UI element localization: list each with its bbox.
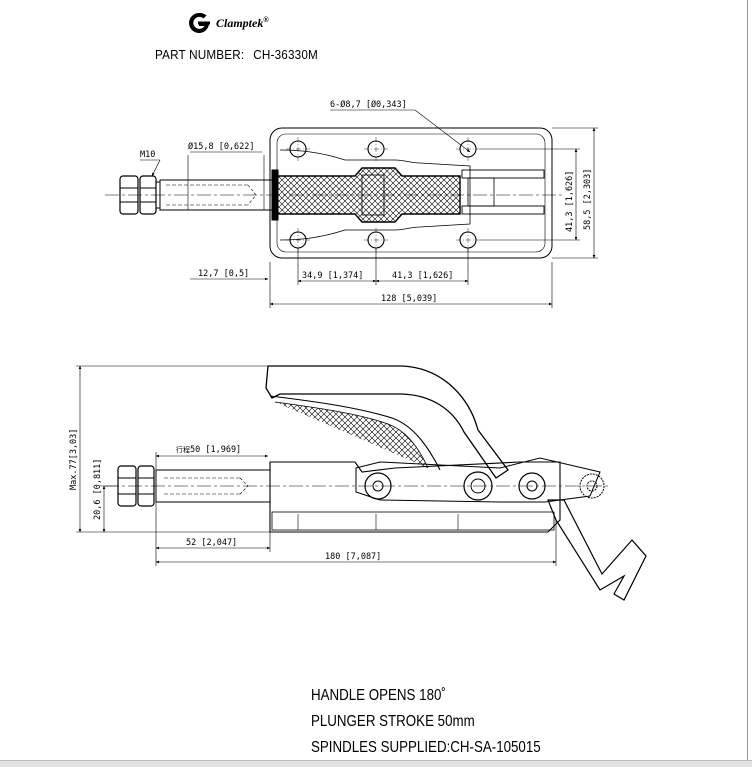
hole-pitch-1-dim: 34,9 [1,374] xyxy=(302,271,363,281)
hole-callout: 6-Ø8,7 [Ø0,343] xyxy=(330,99,407,110)
thread-callout: M10 xyxy=(140,150,155,160)
base-width-dim: 58,5 [2,303] xyxy=(583,169,593,230)
sheet-border-right xyxy=(747,0,748,760)
sheet-border-bottom xyxy=(0,760,752,767)
brand-name: Clamptek® xyxy=(216,15,269,30)
spec-notes: HANDLE OPENS 180˚ PLUNGER STROKE 50mm SP… xyxy=(311,683,541,761)
clamp-body xyxy=(269,461,561,533)
side-view xyxy=(76,365,647,601)
max-height-dim: Max.77[3,03] xyxy=(69,429,79,490)
top-view-dimensions: 6-Ø8,7 [Ø0,343] M10 Ø15,8 [0,622] 12,7 [… xyxy=(140,99,593,304)
stroke-dim: 行程50 [1,969] xyxy=(176,445,241,455)
overall-length-top-dim: 128 [5,039] xyxy=(381,294,437,304)
side-view-dimensions: Max.77[3,03] 20,6 [0,811] 行程50 [1,969] 5… xyxy=(69,429,381,562)
brand-logo: Clamptek® xyxy=(186,10,269,36)
hole-pitch-2-dim: 41,3 [1,626] xyxy=(392,271,453,281)
part-number: PART NUMBER: CH-36330M xyxy=(155,47,318,62)
handle-open-position xyxy=(547,499,647,601)
part-number-label: PART NUMBER: xyxy=(155,47,245,62)
hole-span-v-dim: 41,3 [1,626] xyxy=(565,171,575,232)
part-number-value: CH-36330M xyxy=(253,47,318,62)
top-view xyxy=(105,109,598,308)
rod-extension-dim: 52 [2,047] xyxy=(186,538,237,548)
axis-height-dim: 20,6 [0,811] xyxy=(93,459,103,520)
clamptek-logo-icon xyxy=(189,12,210,33)
flange-offset-dim: 12,7 [0,5] xyxy=(198,269,249,279)
rod-diameter-dim: Ø15,8 [0,622] xyxy=(188,141,255,152)
note-plunger-stroke: PLUNGER STROKE 50mm xyxy=(311,713,475,730)
note-spindles: SPINDLES SUPPLIED:CH-SA-105015 xyxy=(311,739,541,756)
overall-length-side-dim: 180 [7,087] xyxy=(325,552,381,562)
note-handle-opens: HANDLE OPENS 180˚ xyxy=(311,687,446,704)
base-plate-outline xyxy=(269,127,553,259)
handle xyxy=(265,365,509,479)
